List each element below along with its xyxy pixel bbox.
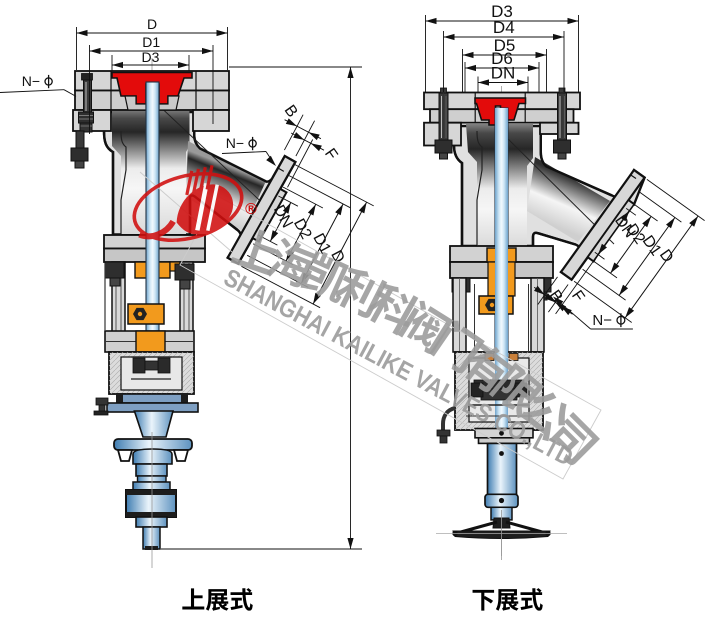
- svg-text:D4: D4: [493, 18, 515, 37]
- svg-text:D: D: [147, 16, 157, 32]
- svg-text:®: ®: [245, 201, 257, 218]
- svg-text:D1: D1: [142, 34, 160, 50]
- svg-text:D5: D5: [494, 36, 516, 55]
- svg-text:D6: D6: [491, 49, 513, 68]
- svg-text:D3: D3: [142, 49, 160, 65]
- svg-text:DN: DN: [491, 64, 516, 83]
- svg-text:D3: D3: [491, 2, 513, 21]
- svg-text:N−: N−: [226, 135, 244, 151]
- svg-text:N−: N−: [22, 73, 40, 89]
- svg-text:N−: N−: [592, 312, 612, 329]
